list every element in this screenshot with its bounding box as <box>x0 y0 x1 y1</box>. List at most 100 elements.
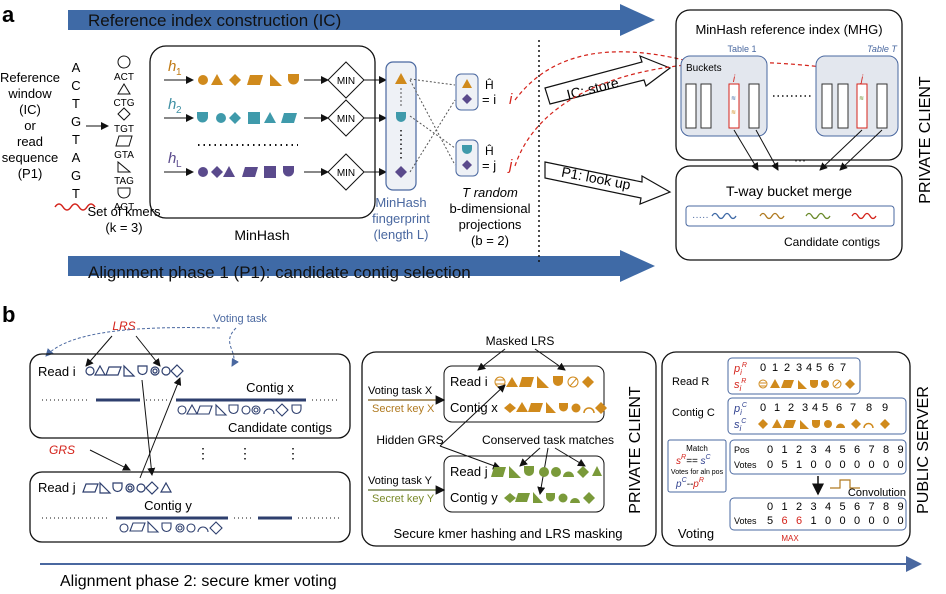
fingerprint-orange-shape <box>395 73 407 84</box>
candidate-box-top <box>29 353 351 439</box>
svg-text:T: T <box>72 96 80 111</box>
votes-table-vote-0: 0 <box>767 459 773 471</box>
fingerprint-teal-shape <box>396 112 406 122</box>
conv-table-vote-4: 0 <box>825 515 831 527</box>
panel-a-letter: a <box>2 2 15 27</box>
votes-table-votes-label: Votes <box>734 460 757 470</box>
svg-text:4: 4 <box>812 402 818 414</box>
buckets-label: Buckets <box>686 63 722 74</box>
grs-label: GRS <box>49 443 75 457</box>
svg-text:(b = 2): (b = 2) <box>471 233 509 248</box>
svg-text:⋮: ⋮ <box>286 445 300 461</box>
contig-c-table <box>727 397 907 435</box>
panel-b-private-client: PRIVATE CLIENT <box>627 386 644 514</box>
votes-table-vote-1: 5 <box>781 459 787 471</box>
svg-text:h: h <box>168 96 176 113</box>
voting-label: Voting <box>678 526 714 541</box>
conv-table-vote-6: 0 <box>854 515 860 527</box>
projection-caption: T random b-dimensional projections (b = … <box>450 185 531 248</box>
svg-text:TGT: TGT <box>114 124 134 135</box>
contig-y-kmers <box>119 520 223 535</box>
proj-i-orange <box>462 79 472 88</box>
svg-text:Reference: Reference <box>0 70 60 85</box>
contig-squiggle-red <box>851 212 877 220</box>
votes-table-pos-6: 6 <box>854 444 860 456</box>
table-1-bucket-i <box>728 83 740 129</box>
mhg-title: MinHash reference index (MHG) <box>695 22 882 37</box>
contig-squiggle-blue <box>711 212 737 220</box>
table-1-bucket-3 <box>748 83 760 129</box>
conv-table-pos-0: 0 <box>767 501 773 513</box>
conv-table-vote-1: 6 <box>781 515 787 527</box>
contig-c-s-label: siC <box>734 418 747 433</box>
conv-table-pos-7: 7 <box>868 501 874 513</box>
votes-table-pos-2: 2 <box>796 444 802 456</box>
table-1-bucket-2 <box>700 83 712 129</box>
svg-text:T random: T random <box>462 185 518 200</box>
merge-title: T-way bucket merge <box>726 183 852 199</box>
proj-i-eq: = i <box>482 92 496 107</box>
svg-text:6: 6 <box>836 402 842 414</box>
grs-pointer <box>89 449 131 471</box>
votes-table-vote-4: 0 <box>825 459 831 471</box>
svg-text:4: 4 <box>806 362 812 374</box>
grs-arrow-up <box>139 377 182 479</box>
conv-table-pos-5: 5 <box>839 501 845 513</box>
votes-table-vote-3: 0 <box>810 459 816 471</box>
svg-text:2: 2 <box>788 402 794 414</box>
conv-table-vote-2: 6 <box>796 515 802 527</box>
svg-text:9: 9 <box>882 402 888 414</box>
votes-table-pos-4: 4 <box>825 444 831 456</box>
read-i-kmers <box>85 364 184 378</box>
svg-text:2: 2 <box>784 362 790 374</box>
voting-task-label: Voting task <box>213 313 267 325</box>
reference-window-label: Reference window (IC) or read sequence (… <box>0 70 60 181</box>
p1-lookup-arrow[interactable] <box>544 161 672 205</box>
bucket-i-seq2: ≋ <box>731 110 736 116</box>
contig-c-positions: 0 1 2 3 4 5 6 7 8 9 <box>760 402 888 414</box>
merge-box <box>675 165 903 261</box>
svg-text:3: 3 <box>802 402 808 414</box>
conv-table-pos-2: 2 <box>796 501 802 513</box>
contigs-dots-left: ····· <box>692 212 709 223</box>
svg-text:ACT: ACT <box>114 72 134 83</box>
proj-j-hat: Ĥ <box>485 143 494 158</box>
fingerprint-caption: MinHash fingerprint (length L) <box>372 195 430 242</box>
votes-table-pos-label: Pos <box>734 445 750 455</box>
contig-x-label: Contig x <box>246 380 294 395</box>
grs-arrow-down <box>141 379 156 476</box>
secret-key-y-label: Secret key Y <box>372 493 435 505</box>
projection-box-j <box>455 139 479 177</box>
lrs-arrow-right <box>135 335 161 367</box>
votes-table-pos-1: 1 <box>781 444 787 456</box>
conv-table-pos-6: 6 <box>854 501 860 513</box>
projection-lines <box>400 78 456 173</box>
svg-text:projections: projections <box>459 217 522 232</box>
contig-x-kmers <box>177 403 302 417</box>
conv-table-vote-5: 0 <box>839 515 845 527</box>
proj-j-eq: = j <box>482 158 496 173</box>
votes-table-pos-7: 7 <box>868 444 874 456</box>
conv-table-pos-1: 1 <box>781 501 787 513</box>
conv-table-pos-3: 3 <box>810 501 816 513</box>
votes-for-aln-label: Votes for aln pos <box>671 469 724 476</box>
svg-text:6: 6 <box>828 362 834 374</box>
p1-big-arrow <box>68 250 655 282</box>
secure-caption: Secure kmer hashing and LRS masking <box>393 526 622 541</box>
svg-text:h: h <box>168 150 176 167</box>
ic-store-arrow[interactable] <box>544 54 672 105</box>
conv-table-vote-8: 0 <box>883 515 889 527</box>
hash-row-2: h 2 <box>164 96 329 124</box>
secure-hashing-box <box>361 351 657 547</box>
min-diamond-1: MIN <box>327 61 365 99</box>
secure-contig-x-label: Contig x <box>450 400 498 415</box>
votes-table-pos-5: 5 <box>839 444 845 456</box>
votes-table-pos-0: 0 <box>767 444 773 456</box>
contig-c-hashes <box>758 419 890 429</box>
contig-c-p-label: piC <box>733 402 748 417</box>
table-T-bucket-j <box>856 83 868 129</box>
contig-squiggle-green <box>805 212 831 220</box>
candidate-contigs-label: Candidate contigs <box>228 420 333 435</box>
